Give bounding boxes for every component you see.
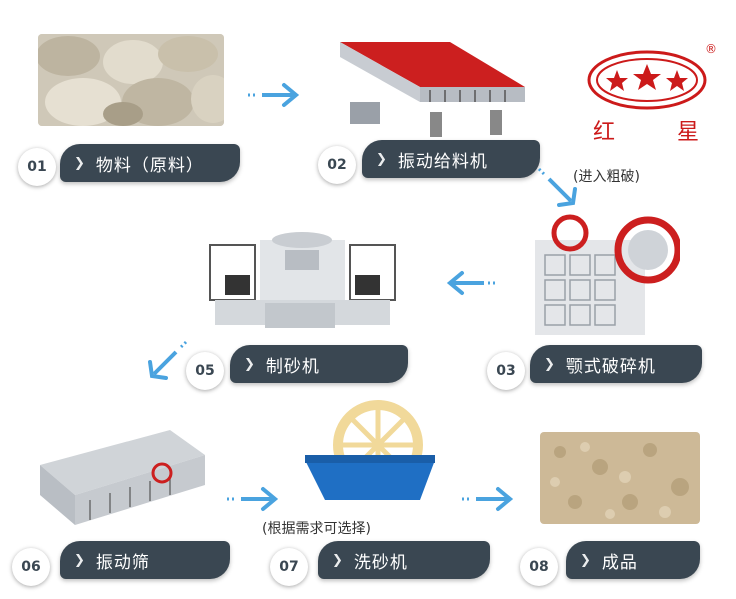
vibrating-screen-image xyxy=(40,430,205,525)
brand-char-left: 红 xyxy=(593,120,616,145)
arrow-left-icon xyxy=(446,271,498,295)
chevron-right-icon: ❯ xyxy=(544,356,556,372)
brand-logo: 红 星 ® xyxy=(585,42,717,145)
step-label-sand-washer: ❯ 洗砂机 xyxy=(318,541,490,579)
step-number: 03 xyxy=(487,352,525,390)
chevron-right-icon: ❯ xyxy=(580,552,592,568)
sand-making-machine-image xyxy=(209,232,396,328)
arrow-down-left-icon xyxy=(148,340,188,380)
vibrating-feeder-image xyxy=(340,42,525,137)
sand-washer-image xyxy=(305,400,435,500)
step-label-vibrating-screen: ❯ 振动筛 xyxy=(60,541,230,579)
arrow-right-icon xyxy=(462,487,514,511)
step-label-finished-product: ❯ 成品 xyxy=(566,541,700,579)
step-number: 01 xyxy=(18,148,56,186)
chevron-right-icon: ❯ xyxy=(244,356,256,372)
step-number: 05 xyxy=(186,352,224,390)
step-label-vibrating-feeder: ❯ 振动给料机 xyxy=(362,140,540,178)
brand-char-right: 星 xyxy=(677,120,700,145)
step-number: 02 xyxy=(318,146,356,184)
step-label-raw-material: ❯ 物料（原料） xyxy=(60,144,240,182)
three-stars-logo-icon xyxy=(587,50,707,110)
step-label-sand-making-machine: ❯ 制砂机 xyxy=(230,345,408,383)
jaw-crusher-image xyxy=(535,214,680,335)
arrow-right-icon xyxy=(248,83,300,107)
step-number: 08 xyxy=(520,548,558,586)
finished-sand-image xyxy=(540,432,700,524)
raw-material-image xyxy=(38,34,224,126)
chevron-right-icon: ❯ xyxy=(74,155,86,171)
step-label-jaw-crusher: ❯ 颚式破碎机 xyxy=(530,345,702,383)
arrow-right-icon xyxy=(227,487,279,511)
coarse-crush-note: (进入粗破) xyxy=(573,169,640,185)
chevron-right-icon: ❯ xyxy=(74,552,86,568)
chevron-right-icon: ❯ xyxy=(332,552,344,568)
step-number: 06 xyxy=(12,548,50,586)
registered-mark: ® xyxy=(705,42,717,56)
optional-note: (根据需求可选择) xyxy=(262,521,371,537)
arrow-down-right-icon xyxy=(537,167,577,207)
chevron-right-icon: ❯ xyxy=(376,151,388,167)
step-number: 07 xyxy=(270,548,308,586)
